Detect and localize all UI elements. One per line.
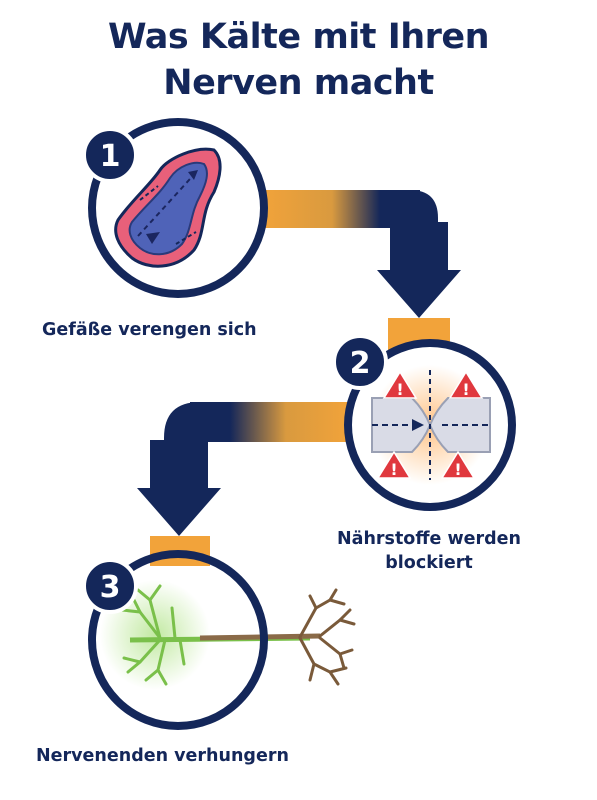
step-2-caption-line-2: blockiert	[385, 553, 473, 573]
step-1-circle: 1	[82, 118, 268, 298]
step-1-number: 1	[100, 139, 121, 174]
title-line-1: Was Kälte mit Ihren	[107, 17, 490, 57]
step-2-caption: Nährstoffe werden blockiert	[300, 527, 558, 575]
blocked-flow-warning-icon: ! ! ! !	[371, 370, 491, 480]
constricted-vessel-icon	[114, 147, 222, 268]
step-1-caption: Gefäße verengen sich	[42, 320, 257, 340]
page-title: Was Kälte mit Ihren Nerven macht	[0, 14, 597, 106]
arrow-down-icon	[137, 488, 221, 536]
step-2-number: 2	[350, 346, 371, 381]
step-3-circle: 3	[82, 550, 356, 730]
step-3-number: 3	[100, 570, 121, 605]
connector-arrow-1	[260, 190, 461, 350]
arrow-down-icon	[377, 270, 461, 318]
connector-arrow-2	[137, 402, 350, 566]
svg-text:!: !	[462, 380, 469, 399]
svg-text:!: !	[396, 380, 403, 399]
step-2-circle: ! ! ! ! 2	[332, 334, 516, 511]
svg-text:!: !	[454, 460, 461, 479]
step-3-caption: Nervenenden verhungern	[36, 746, 289, 766]
svg-text:!: !	[390, 460, 397, 479]
step-2-caption-line-1: Nährstoffe werden	[336, 529, 521, 549]
title-line-2: Nerven macht	[163, 63, 434, 103]
dying-nerve-icon	[100, 580, 356, 690]
